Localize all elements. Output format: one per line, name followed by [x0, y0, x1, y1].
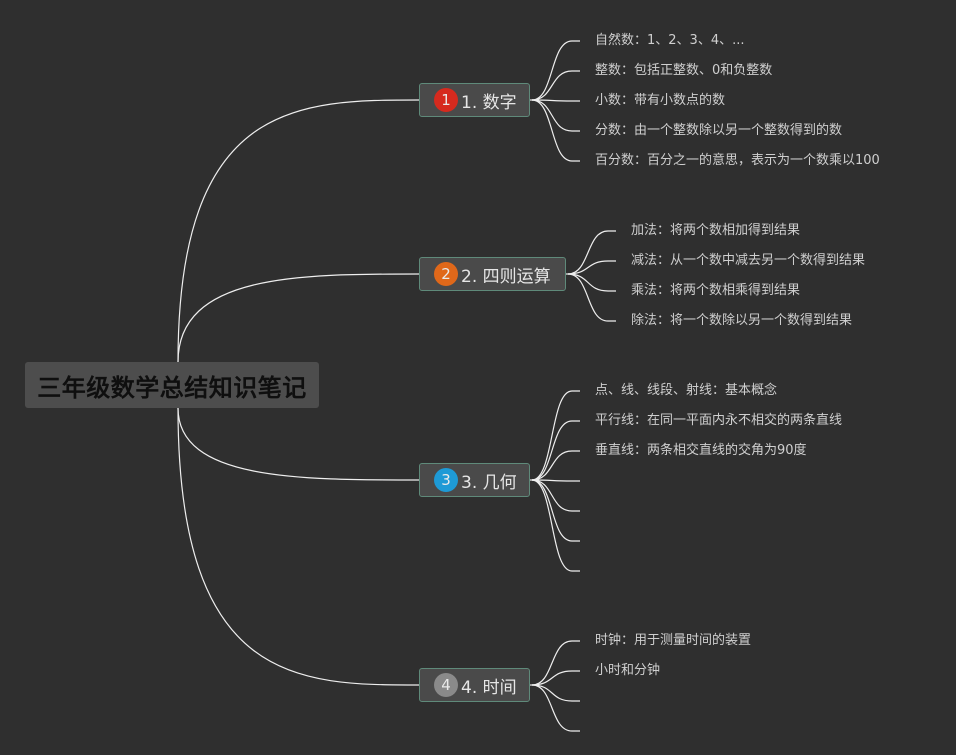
root-title: 三年级数学总结知识笔记 — [37, 373, 307, 402]
leaf-topic[interactable]: 点、线、线段、射线：基本概念 — [595, 383, 778, 398]
root-link-3 — [177, 407, 420, 481]
leaf-link — [531, 479, 580, 542]
root-link-2 — [177, 273, 420, 363]
leaf-topic[interactable]: 分数：由一个整数除以另一个整数得到的数 — [595, 123, 843, 138]
leaf-topic[interactable]: 小时和分钟 — [595, 663, 661, 678]
leaf-topic[interactable]: 垂直线：两条相交直线的交角为90度 — [595, 443, 807, 458]
leaf-topic[interactable]: 乘法：将两个数相乘得到结果 — [631, 283, 801, 298]
leaf-link — [567, 260, 616, 275]
leaf-link — [531, 479, 580, 572]
leaf-topic[interactable]: 加法：将两个数相加得到结果 — [631, 223, 801, 238]
branch-label: 4. 时间 — [461, 677, 517, 698]
leaf-link — [531, 70, 580, 101]
leaf-link — [531, 450, 580, 481]
leaf-topic[interactable]: 自然数：1、2、3、4、... — [595, 33, 745, 48]
leaf-link — [531, 684, 580, 732]
branch-number-badge-icon: 1 — [434, 88, 458, 112]
branch-label: 1. 数字 — [461, 92, 517, 113]
leaf-link — [531, 684, 580, 702]
leaf-link — [531, 479, 580, 482]
root-link-1 — [177, 99, 420, 363]
leaf-link — [567, 273, 616, 292]
leaf-link — [567, 230, 616, 275]
leaf-link — [531, 420, 580, 481]
leaf-topic[interactable]: 小数：带有小数点的数 — [595, 93, 726, 108]
leaf-topic[interactable]: 减法：从一个数中减去另一个数得到结果 — [631, 253, 866, 268]
leaf-link — [531, 670, 580, 686]
leaf-topic[interactable]: 整数：包括正整数、0和负整数 — [595, 63, 773, 78]
leaf-link — [531, 640, 580, 686]
leaf-link — [567, 273, 616, 322]
branch-label: 2. 四则运算 — [461, 266, 551, 287]
branch-number-badge-icon: 4 — [434, 673, 458, 697]
branch-label: 3. 几何 — [461, 472, 517, 493]
leaf-topic[interactable]: 百分数：百分之一的意思，表示为一个数乘以100 — [595, 153, 880, 168]
leaf-link — [531, 479, 580, 512]
leaf-link — [531, 99, 580, 102]
root-topic[interactable]: 三年级数学总结知识笔记 — [25, 362, 319, 408]
leaf-topic[interactable]: 时钟：用于测量时间的装置 — [595, 633, 752, 648]
branch-number-badge-icon: 3 — [434, 468, 458, 492]
leaf-link — [531, 390, 580, 481]
leaf-link — [531, 99, 580, 162]
root-link-4 — [177, 407, 420, 686]
leaf-topic[interactable]: 除法：将一个数除以另一个数得到结果 — [631, 313, 853, 328]
branch-number-badge-icon: 2 — [434, 262, 458, 286]
leaf-link — [531, 40, 580, 101]
leaf-topic[interactable]: 平行线：在同一平面内永不相交的两条直线 — [595, 413, 843, 428]
leaf-link — [531, 99, 580, 132]
